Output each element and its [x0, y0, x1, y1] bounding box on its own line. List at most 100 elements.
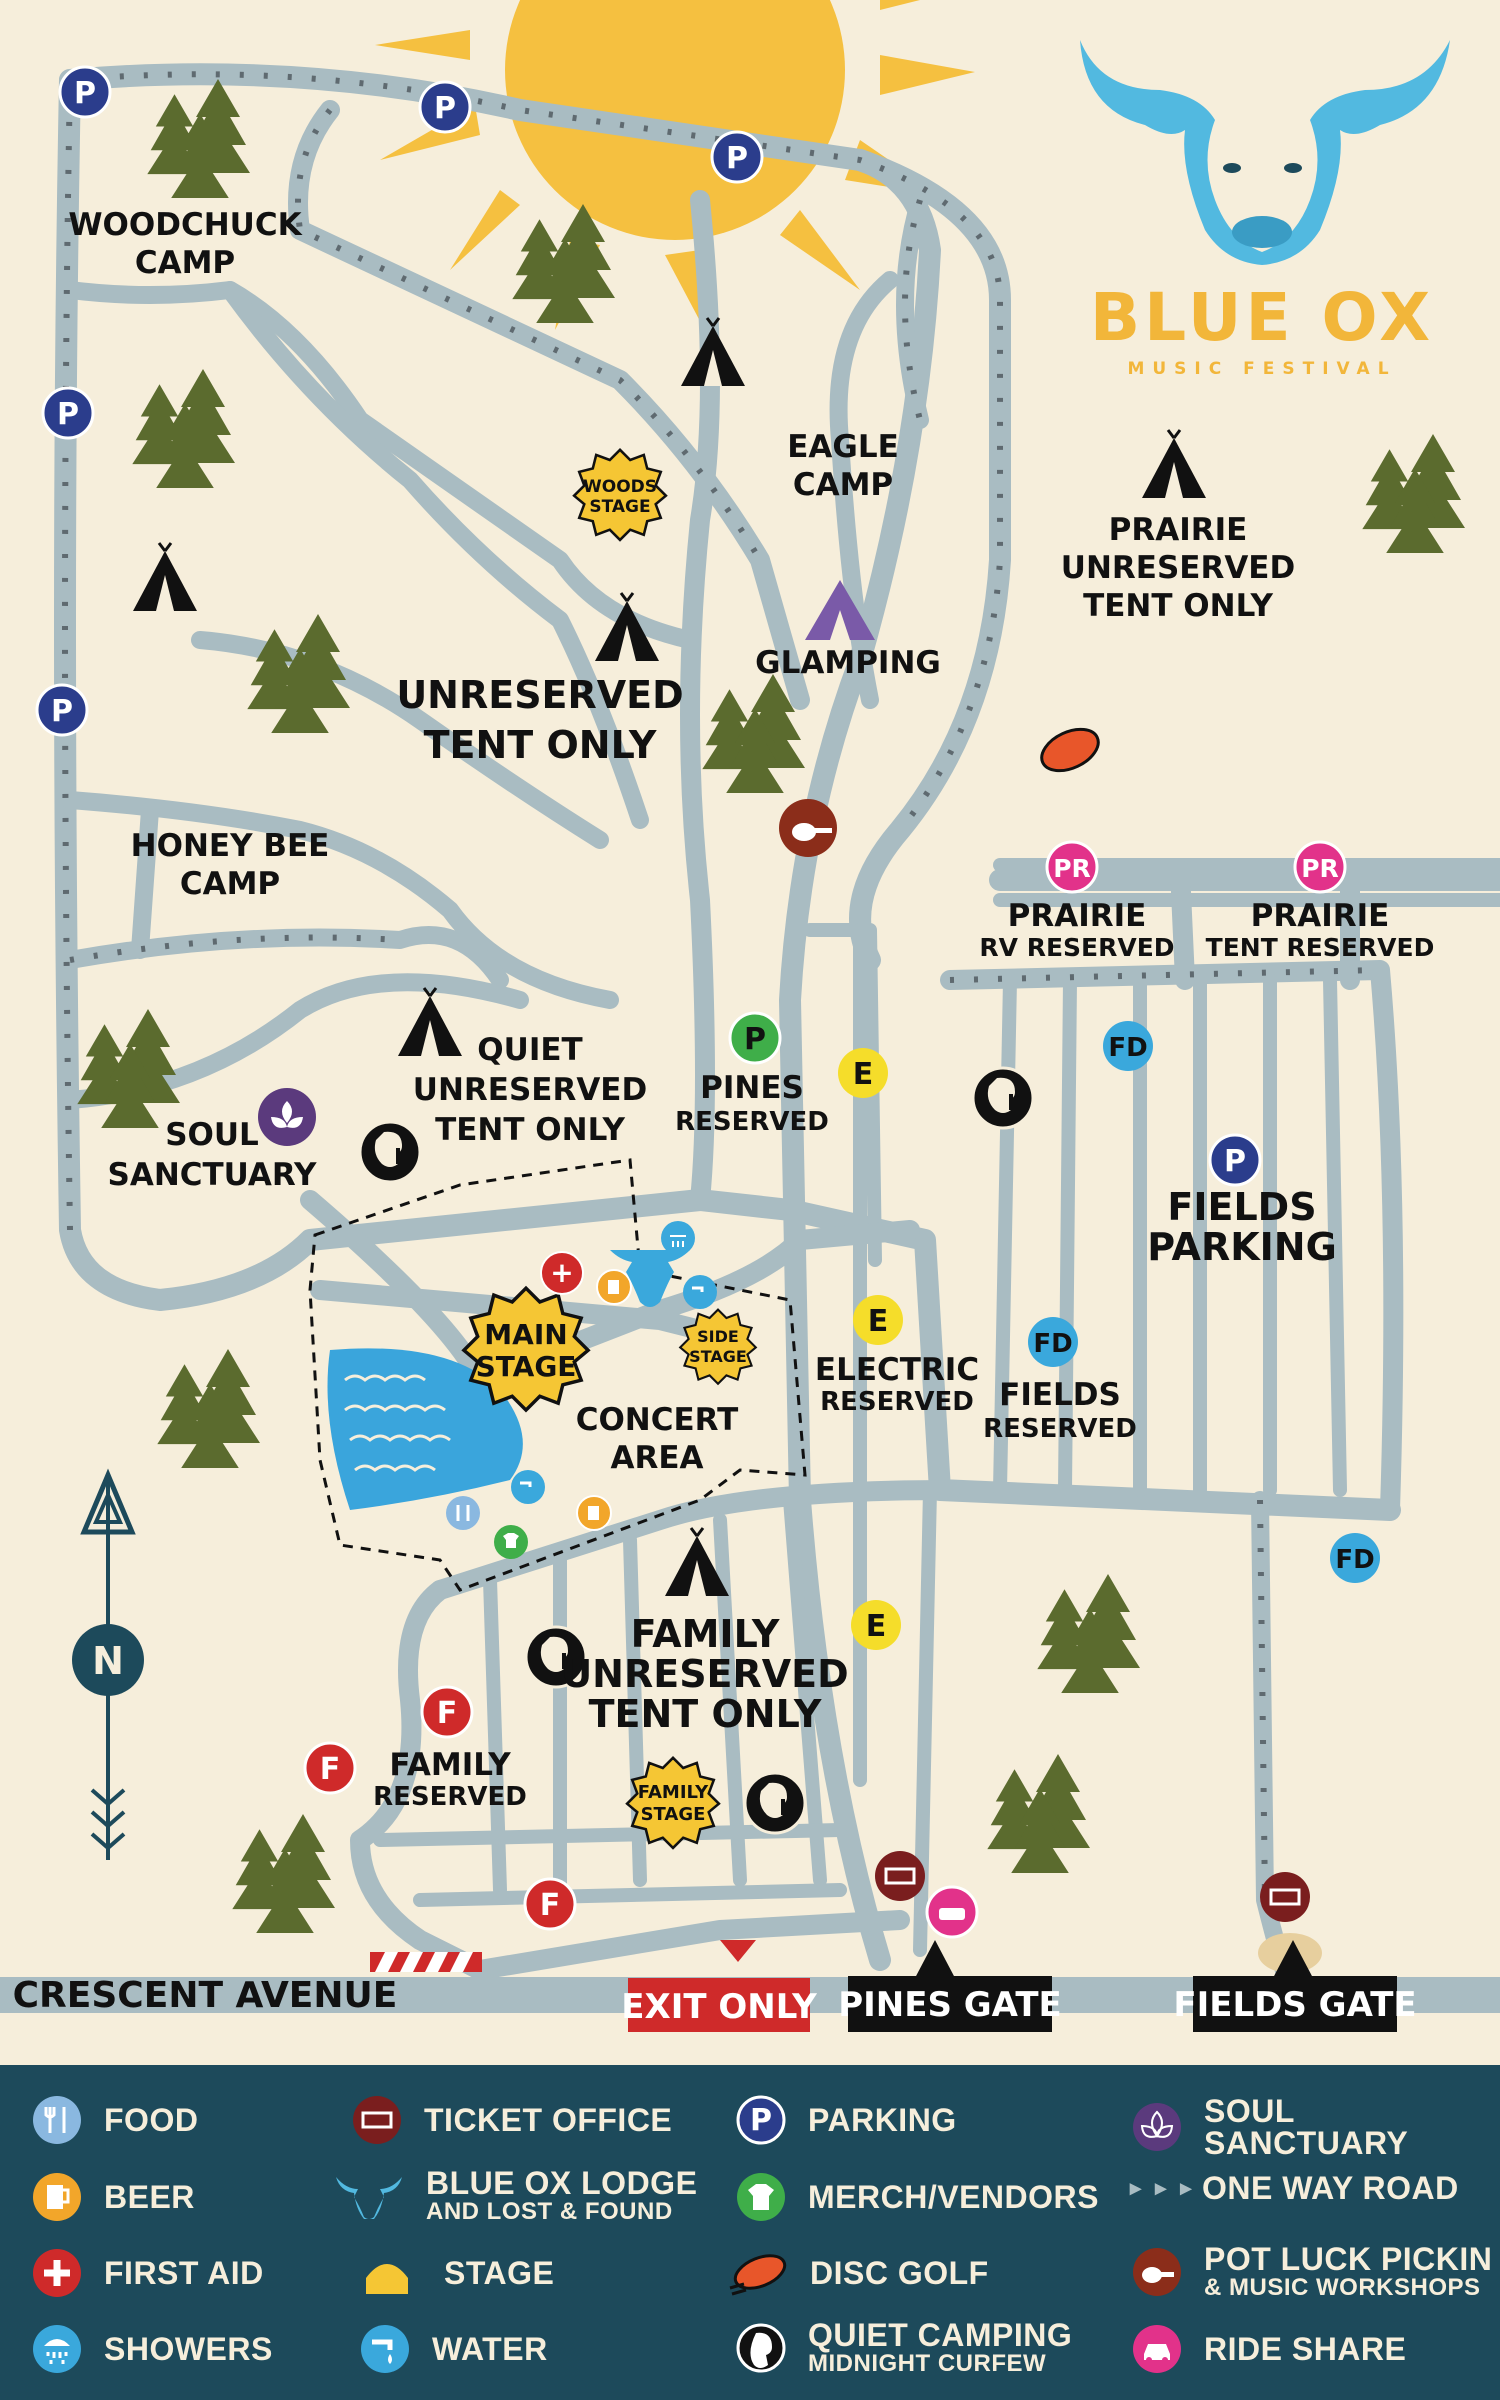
- svg-text:P: P: [726, 141, 748, 176]
- side-stage-badge: SIDE STAGE: [679, 1308, 757, 1385]
- svg-text:STAGE: STAGE: [689, 1347, 747, 1366]
- stage-icon: [366, 2264, 408, 2294]
- parking-icon: P: [736, 2095, 786, 2145]
- svg-text:P: P: [74, 76, 96, 111]
- beer-icon: [33, 2173, 81, 2221]
- legend-first-aid: FIRST AID: [32, 2248, 264, 2298]
- svg-text:+: +: [550, 1256, 573, 1289]
- street-label: CRESCENT AVENUE: [13, 1975, 398, 2016]
- svg-text:P: P: [750, 2103, 772, 2138]
- ticket-office-icon: [875, 1851, 925, 1901]
- soul-sanctuary-icon: [258, 1088, 316, 1146]
- festival-name: BLUE OX: [1090, 279, 1434, 356]
- potluck-icon: [779, 799, 837, 857]
- svg-text:PR: PR: [1301, 854, 1339, 883]
- ride-share-icon: [925, 1885, 979, 1939]
- legend-soul: SOUL SANCTUARY: [1132, 2095, 1500, 2159]
- disc-golf-icon: [729, 2254, 787, 2296]
- legend-ride-share: RIDE SHARE: [1132, 2324, 1406, 2374]
- festival-subtitle: MUSIC FESTIVAL: [1127, 359, 1396, 379]
- site-map: WOODS STAGE MAIN STAGE SIDE STAGE FAMILY…: [0, 0, 1500, 2032]
- beer-icon: [596, 1269, 632, 1305]
- svg-text:FAMILY: FAMILY: [638, 1782, 709, 1803]
- ticket-office-icon: [353, 2096, 401, 2144]
- svg-text:FD: FD: [1335, 1545, 1374, 1575]
- svg-text:E: E: [853, 1057, 874, 1092]
- svg-text:F: F: [320, 1752, 341, 1787]
- svg-text:F: F: [437, 1696, 458, 1731]
- lodge-icon: [610, 1250, 690, 1307]
- legend-one-way: ▸ ▸ ▸ ONE WAY ROAD: [1130, 2170, 1459, 2206]
- first-aid-icon: +: [540, 1251, 584, 1295]
- legend-stage: STAGE: [352, 2248, 554, 2298]
- svg-text:P: P: [57, 397, 79, 432]
- first-aid-icon: [33, 2249, 81, 2297]
- disc-golf-icon: [1040, 727, 1100, 773]
- legend-potluck: POT LUCK PICKIN& MUSIC WORKSHOPS: [1132, 2243, 1492, 2301]
- beer-icon-2: [576, 1495, 612, 1531]
- fields-gate-label: FIELDS GATE: [1173, 1985, 1416, 2025]
- quiet-camping-icon: [736, 2323, 786, 2373]
- food-icon: [33, 2096, 81, 2144]
- svg-text:P: P: [51, 694, 73, 729]
- lake-waves: [344, 1374, 451, 1472]
- svg-text:P: P: [744, 1022, 766, 1057]
- exit-only-label: EXIT ONLY: [621, 1987, 817, 2027]
- svg-text:P: P: [434, 91, 456, 126]
- ticket-office-icon-2: [1260, 1872, 1310, 1922]
- svg-text:STAGE: STAGE: [476, 1350, 577, 1383]
- svg-text:P: P: [1224, 1144, 1246, 1179]
- merch-icon: [737, 2173, 785, 2221]
- legend-food: FOOD: [32, 2095, 198, 2145]
- north-compass: N: [72, 1468, 144, 1860]
- lodge-icon: [336, 2177, 402, 2219]
- svg-text:F: F: [540, 1888, 561, 1923]
- water-icon: [361, 2325, 409, 2373]
- svg-text:PR: PR: [1053, 854, 1091, 883]
- legend-ticket: TICKET OFFICE: [352, 2095, 672, 2145]
- concert-area-boundary: [308, 1158, 807, 1592]
- amenity-icons: +: [258, 727, 1322, 1973]
- svg-text:FD: FD: [1108, 1033, 1147, 1063]
- soul-sanctuary-icon: [1133, 2103, 1181, 2151]
- one-way-arrows-icon: ▸ ▸ ▸: [1130, 2175, 1196, 2200]
- legend-parking: P PARKING: [736, 2095, 957, 2145]
- pines-gate-label: PINES GATE: [838, 1985, 1062, 2025]
- sun-illustration: [375, 0, 975, 340]
- svg-text:SIDE: SIDE: [697, 1327, 739, 1346]
- map-legend: FOOD BEER FIRST AID SHOWERS TICKET OFFIC…: [0, 2065, 1500, 2400]
- ride-share-icon: [1133, 2325, 1181, 2373]
- tent-icons: [131, 316, 1208, 1598]
- legend-showers: SHOWERS: [32, 2324, 273, 2374]
- potluck-icon: [1133, 2248, 1181, 2296]
- svg-text:N: N: [92, 1639, 124, 1683]
- family-stage-badge: FAMILY STAGE: [625, 1756, 721, 1850]
- svg-text:STAGE: STAGE: [641, 1804, 706, 1825]
- woods-stage-badge: WOODS STAGE: [572, 448, 668, 542]
- svg-text:E: E: [866, 1609, 887, 1644]
- water-icon: [683, 1275, 717, 1309]
- blue-ox-logo: BLUE OX MUSIC FESTIVAL: [1080, 40, 1450, 379]
- legend-merch: MERCH/VENDORS: [736, 2172, 1099, 2222]
- svg-text:MAIN: MAIN: [484, 1318, 567, 1351]
- showers-icon: [33, 2325, 81, 2373]
- svg-text:E: E: [868, 1304, 889, 1339]
- parking-markers: P P P P P P P: [35, 65, 1262, 1187]
- legend-beer: BEER: [32, 2172, 195, 2222]
